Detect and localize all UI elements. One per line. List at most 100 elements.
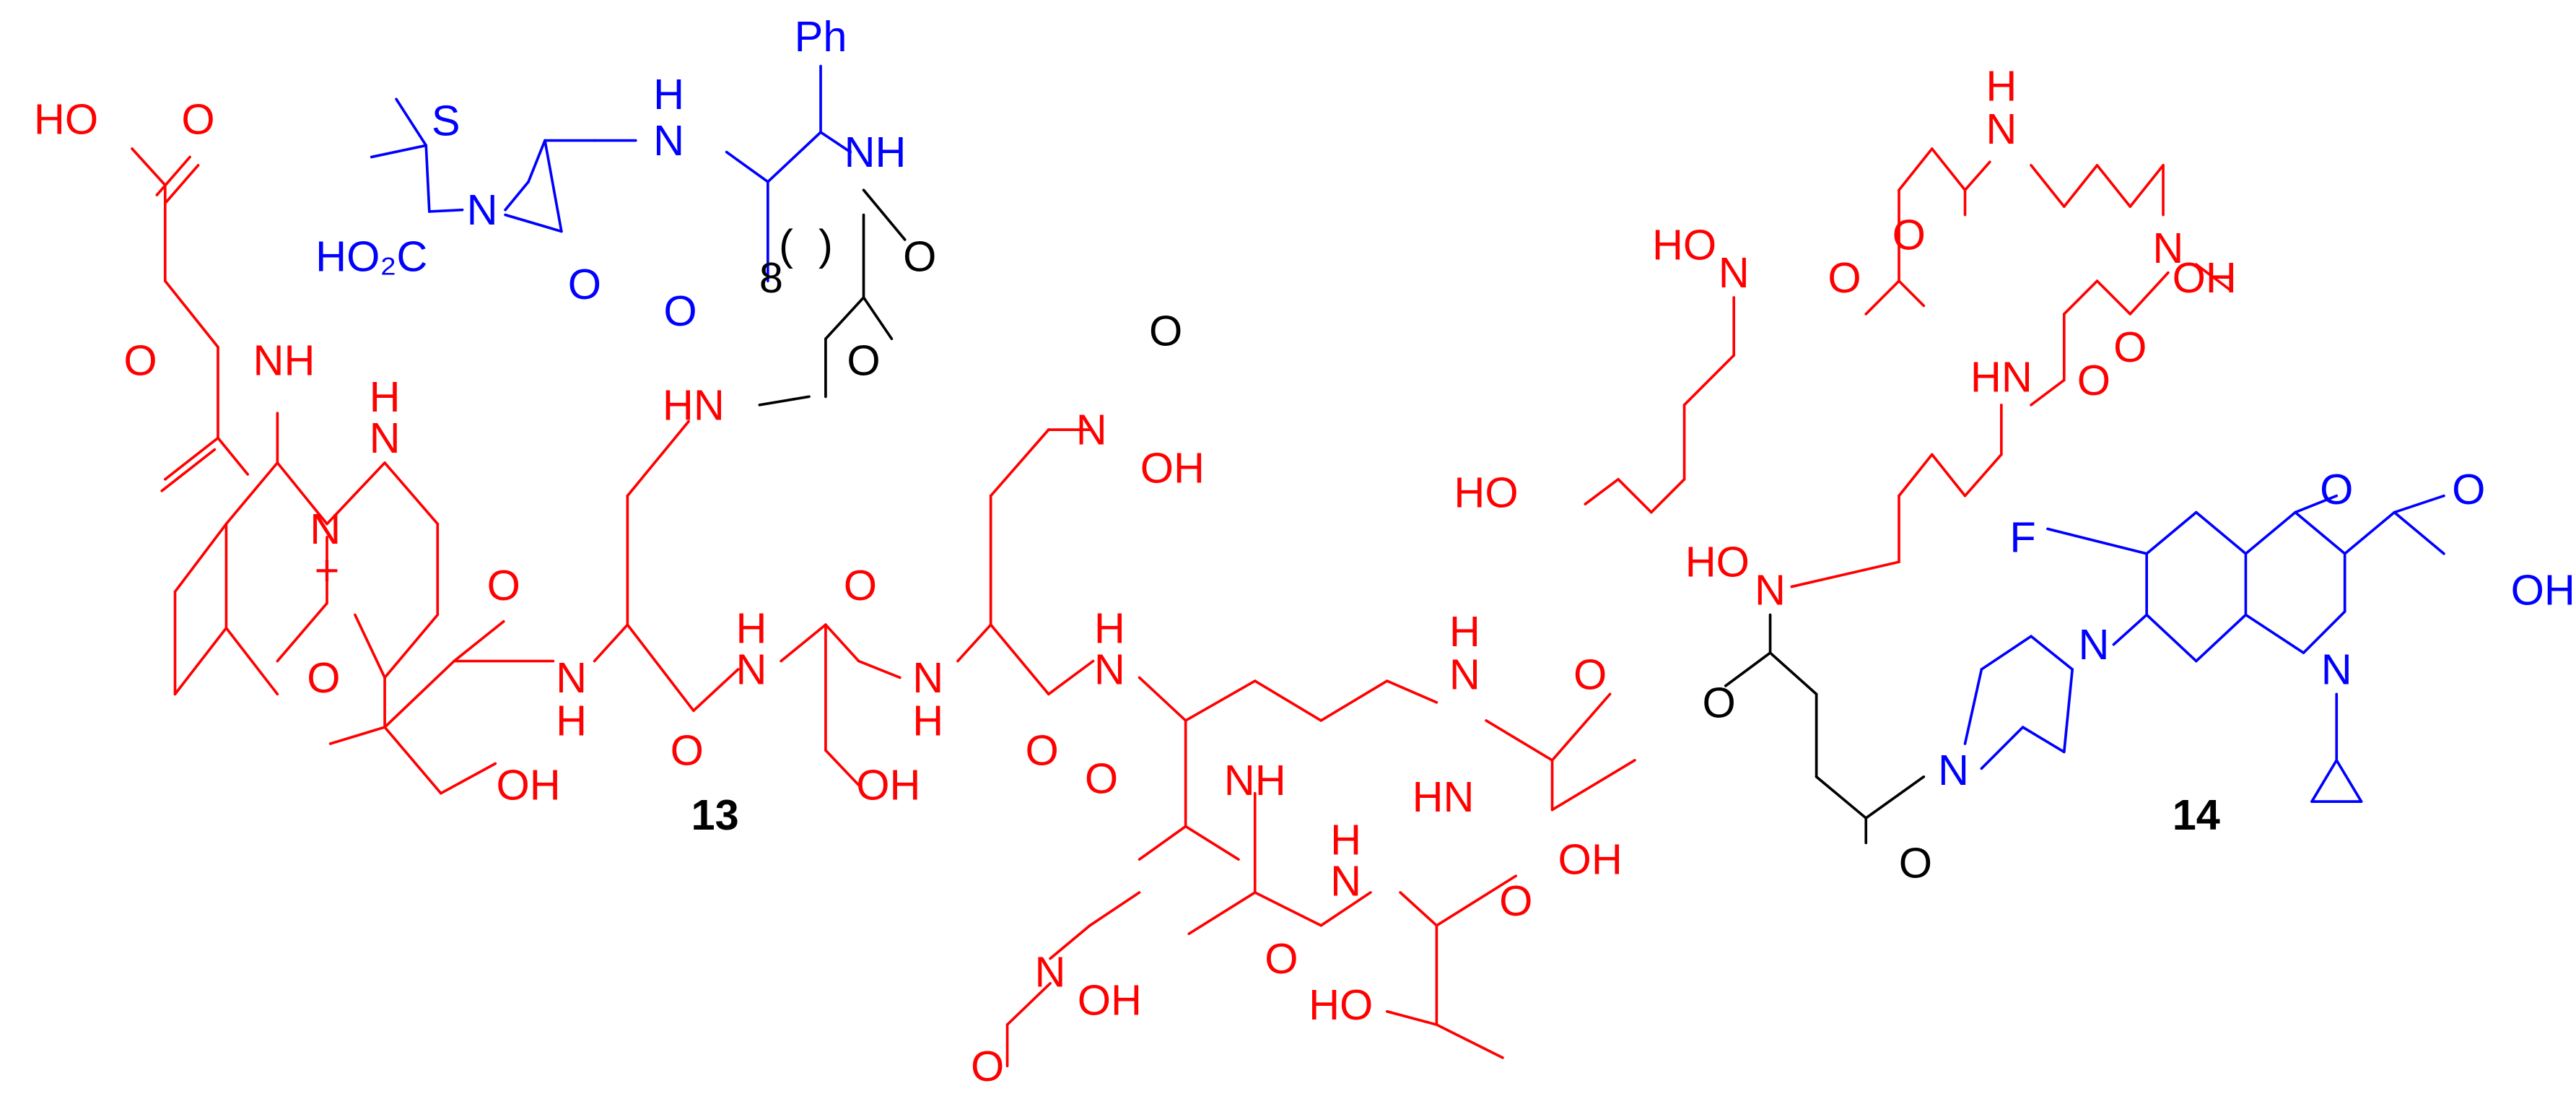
bond-line — [276, 461, 328, 526]
bond-line — [824, 623, 860, 663]
atom-label: O — [1828, 253, 1861, 302]
atom-label: O — [568, 260, 601, 308]
atom-label: H — [735, 604, 767, 652]
atom-label: H — [370, 373, 401, 421]
atom-label: 8 — [759, 253, 783, 302]
bond-line — [1435, 1023, 1504, 1059]
atom-label: OH — [2511, 566, 2575, 614]
bond-line — [2194, 263, 2231, 291]
bond-lines — [131, 64, 2445, 1068]
bond-line — [1253, 891, 1323, 927]
atom-label: NH — [253, 336, 315, 384]
atom-label: H — [556, 696, 587, 744]
bond-line — [1184, 679, 1257, 722]
bond-line — [1864, 775, 1926, 820]
bond-line — [2030, 378, 2066, 407]
bond-line — [370, 144, 428, 159]
atom-label: H — [653, 70, 684, 118]
bond-line — [163, 279, 219, 349]
atom-label: H — [1449, 607, 1480, 656]
bond-line — [383, 461, 440, 526]
atom-label: OH — [1078, 975, 1142, 1024]
bond-line — [1963, 668, 1983, 745]
atom-label: N — [556, 653, 587, 702]
bond-line — [1385, 679, 1438, 704]
atom-label: O — [1149, 306, 1182, 355]
atom-label: + — [315, 546, 340, 594]
atom-label: O — [181, 95, 214, 143]
bond-line — [758, 395, 811, 407]
bond-line — [2062, 279, 2099, 316]
bond-line — [2112, 613, 2148, 646]
bond-line — [383, 726, 442, 795]
bond-line — [2302, 610, 2346, 654]
bond-line — [1088, 891, 1141, 927]
atom-label: N — [1094, 646, 1125, 694]
compound-label-13: 13 — [691, 791, 739, 839]
bond-line — [2030, 164, 2066, 208]
bond-line — [2095, 164, 2132, 208]
atom-label: O — [123, 336, 157, 384]
atom-label: N — [2321, 646, 2352, 694]
bond-line — [1319, 891, 1372, 927]
bond-line — [1864, 279, 1900, 316]
bond-line — [725, 150, 769, 183]
bond-line — [956, 623, 992, 663]
atom-label: OH — [1558, 835, 1623, 884]
bond-line — [1485, 719, 1554, 762]
bond-line — [1184, 825, 1240, 861]
bond-line — [1138, 825, 1187, 861]
bond-line — [383, 613, 440, 679]
bond-line — [543, 139, 563, 233]
atom-label: O — [903, 232, 936, 280]
atom-label: O — [2320, 465, 2353, 513]
atom-label: H — [1986, 62, 2017, 110]
bond-line — [2294, 494, 2339, 514]
bond-line — [1898, 279, 1926, 308]
bond-line — [1049, 923, 1091, 960]
bond-line — [163, 164, 200, 205]
bond-line — [1617, 477, 1653, 514]
atom-label: O — [671, 726, 704, 775]
bond-line — [328, 726, 386, 745]
atom-label: HO — [34, 95, 98, 143]
bond-line — [504, 213, 563, 233]
atom-label: H — [1330, 815, 1361, 864]
bond-line — [1963, 160, 1991, 192]
bond-line — [163, 436, 219, 481]
atom-label: N — [735, 646, 767, 694]
bond-line — [824, 749, 860, 787]
atom-label: O — [487, 561, 520, 609]
atom-label: HO — [1454, 469, 1518, 517]
bond-line — [326, 461, 386, 526]
bond-line — [2129, 271, 2170, 316]
bond-line — [1790, 560, 1900, 588]
atom-label: O — [1265, 934, 1298, 983]
atom-label: N — [1076, 406, 1107, 454]
bond-line — [1187, 891, 1257, 936]
atom-label: N — [1986, 105, 2017, 153]
atom-label: O — [2452, 465, 2485, 513]
atom-label: HN — [663, 381, 725, 429]
atom-label: N — [1938, 746, 1969, 794]
bond-line — [862, 296, 894, 341]
bond-line — [626, 420, 690, 497]
bond-line — [395, 97, 428, 147]
bond-line — [1319, 679, 1389, 722]
bond-line — [1682, 354, 1736, 407]
bond-line — [1724, 651, 1772, 687]
bond-line — [424, 144, 431, 213]
bond-line — [504, 180, 530, 212]
atom-label: HN — [1413, 773, 1475, 821]
atom-label: O — [847, 336, 880, 384]
atom-label: O — [663, 287, 697, 335]
bond-line — [626, 623, 695, 713]
bond-line — [217, 436, 250, 476]
bond-line — [2244, 613, 2305, 654]
atom-label: H — [912, 696, 943, 744]
bond-line — [2145, 510, 2198, 555]
atom-label: O — [1899, 838, 1932, 887]
bond-line — [453, 620, 505, 663]
bond-line — [2393, 494, 2445, 514]
